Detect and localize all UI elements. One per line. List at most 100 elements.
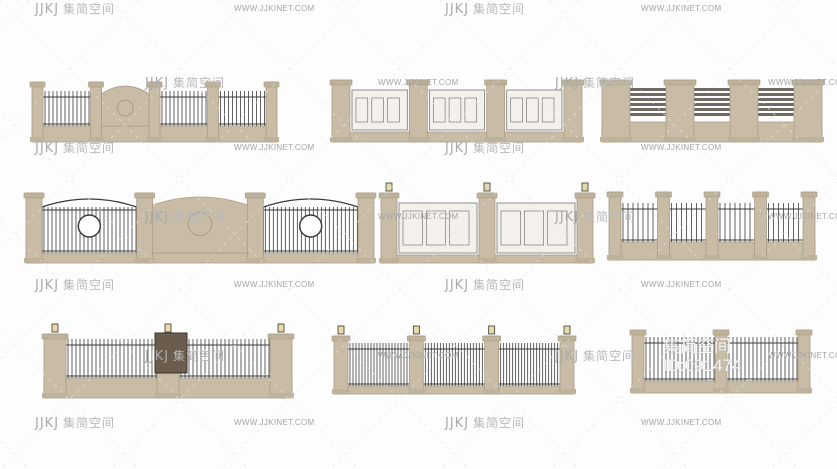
stone-pillar <box>665 79 695 143</box>
watermark-url: WWW.JJKINET.COM <box>768 212 837 221</box>
stone-pillar <box>31 81 44 143</box>
pillar-base <box>792 137 824 142</box>
horizontal-slat <box>694 98 730 101</box>
pillar-cap <box>752 191 769 198</box>
lamp <box>483 182 491 192</box>
lamp <box>385 182 393 192</box>
watermark-diagonal <box>219 0 690 469</box>
horizontal-slat <box>630 113 666 116</box>
pillar-base <box>245 258 266 263</box>
overlay-id: ID:091474 <box>663 356 742 375</box>
pillar-base <box>147 137 162 142</box>
watermark-url: WWW.JJKINET.COM <box>234 143 315 152</box>
pillar-base <box>575 258 595 263</box>
stone-pillar <box>576 192 594 264</box>
glass-pane <box>448 97 462 123</box>
pillar-base <box>713 388 729 393</box>
stone-pillar <box>754 191 767 261</box>
gate-panel <box>428 89 486 131</box>
pillar-cap <box>205 81 221 88</box>
stone-pillar <box>601 79 631 143</box>
horizontal-slat <box>758 98 794 101</box>
horizontal-slat <box>758 88 794 91</box>
stone-pillar <box>25 192 43 264</box>
watermark-url: WWW.JJKINET.COM <box>641 418 722 427</box>
watermark-diagonal <box>0 0 140 140</box>
pillar-cap <box>329 79 353 86</box>
horizontal-slat <box>630 103 666 106</box>
watermark-diagonal <box>0 0 470 469</box>
stone-pillar <box>408 335 424 395</box>
glass-pane <box>355 97 369 123</box>
pillar-cap <box>355 192 377 199</box>
horizontal-slat <box>694 88 730 91</box>
watermark-diagonal <box>0 439 30 469</box>
watermark-diagonal <box>219 0 690 469</box>
pillar-base <box>600 137 632 142</box>
pillar-cap <box>712 329 730 336</box>
watermark-diagonal <box>109 0 580 469</box>
lamp <box>488 325 496 335</box>
horizontal-slat <box>694 108 730 111</box>
horizontal-slat <box>694 93 730 96</box>
stone-pillar <box>486 79 506 143</box>
pillar-cap <box>407 335 426 342</box>
overlay-title: 集简空间 <box>663 337 731 356</box>
stone-pillar <box>802 191 816 261</box>
pillar-base <box>332 389 350 394</box>
stone-pillar <box>331 79 351 143</box>
pillar-cap <box>703 191 721 198</box>
watermark-diagonal <box>0 0 30 30</box>
watermark-diagonal <box>109 0 580 469</box>
pillar-cap <box>88 81 104 88</box>
pillar-cap <box>245 192 266 199</box>
pillar-cap <box>23 192 45 199</box>
glass-pane <box>387 97 400 123</box>
iron-arch <box>262 198 359 253</box>
watermark-url: WWW.JJKINET.COM <box>641 4 722 13</box>
pillar-base <box>558 389 576 394</box>
horizontal-slat <box>694 103 730 106</box>
stone-pillar <box>797 329 811 394</box>
stone-center-panel <box>101 85 150 127</box>
watermark-url: WWW.JJKINET.COM <box>234 280 315 289</box>
fence-8 <box>331 325 577 395</box>
lamp <box>563 325 571 335</box>
watermark-diagonal <box>439 0 837 398</box>
iron-rosette <box>77 214 102 238</box>
lamp <box>581 182 589 192</box>
glass-pane <box>510 97 523 123</box>
fence-4 <box>23 192 377 264</box>
glass-pane <box>547 210 568 246</box>
watermark-diagonal <box>329 0 800 469</box>
stone-pillar <box>559 335 575 395</box>
pillar-cap <box>482 335 501 342</box>
horizontal-slat <box>758 113 794 116</box>
glass-pane <box>402 210 423 246</box>
pillar-base <box>134 258 155 263</box>
stone-pillar <box>90 81 102 143</box>
lamp <box>337 325 345 335</box>
gate-panel <box>398 202 478 254</box>
fence-2 <box>329 79 585 143</box>
watermark-url: WWW.JJKINET.COM <box>378 78 459 87</box>
watermark-diagonal <box>659 291 837 469</box>
pillar-cap <box>267 333 295 340</box>
pillar-cap <box>599 79 633 86</box>
pillar-base <box>562 137 584 142</box>
pillar-base <box>42 393 68 398</box>
horizontal-slat <box>630 108 666 111</box>
glass-pane <box>464 97 477 123</box>
stone-pillar <box>357 192 375 264</box>
stone-wall-base <box>601 121 823 143</box>
gate-panel <box>506 89 563 131</box>
pillar-base <box>482 389 501 394</box>
